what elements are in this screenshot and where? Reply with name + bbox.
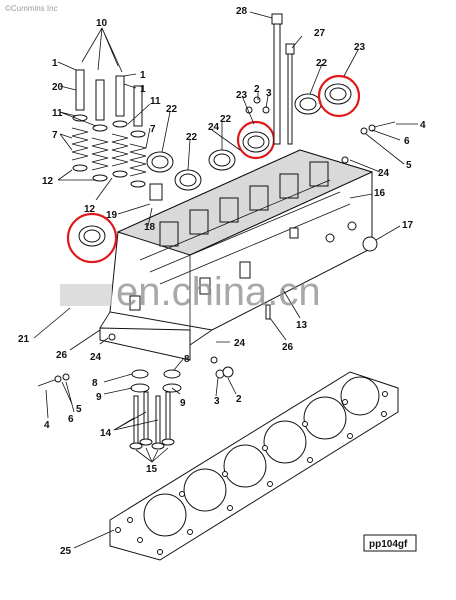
callout-11b: 11: [150, 96, 161, 107]
valves: [129, 391, 175, 450]
callout-1b: 1: [140, 70, 146, 81]
callout-6a: 6: [404, 136, 410, 147]
callout-18: 18: [144, 222, 156, 233]
callout-1c: 1: [140, 84, 146, 95]
callout-2a: 2: [254, 84, 260, 95]
callout-22c: 22: [220, 114, 232, 125]
gasket-holes: [115, 391, 388, 555]
copyright-text: ©Cummins Inc: [5, 4, 58, 13]
callout-2b: 2: [236, 394, 242, 405]
callout-25: 25: [60, 546, 72, 557]
callout-26a: 26: [56, 350, 68, 361]
lower-small-parts: [37, 304, 271, 393]
bushing-d: [242, 131, 270, 153]
callout-6b: 6: [68, 414, 74, 425]
callout-1a: 1: [52, 58, 58, 69]
callout-5a: 5: [406, 160, 412, 171]
callout-5b: 5: [76, 404, 82, 415]
bushing-c: [208, 149, 236, 171]
callout-3b: 3: [214, 396, 220, 407]
callout-27: 27: [314, 28, 326, 39]
callout-23a: 23: [236, 90, 248, 101]
valve-seat-insert: [149, 183, 163, 201]
callout-12b: 12: [84, 204, 96, 215]
watermark-logo: [60, 284, 112, 306]
bushing-f: [324, 83, 352, 105]
highlight-circle-right: [317, 74, 361, 118]
callout-14: 14: [100, 428, 112, 439]
callout-8b: 8: [184, 354, 190, 365]
reference-code: pp104gf: [369, 539, 408, 550]
right-small-parts: [341, 121, 396, 252]
bushings: [78, 83, 352, 247]
callout-19: 19: [106, 210, 118, 221]
spring-column-3: [111, 75, 129, 178]
head-gasket: [109, 371, 399, 561]
highlight-circle-left: [66, 212, 118, 264]
callout-24c: 24: [234, 338, 246, 349]
bushing-e: [294, 93, 322, 115]
callout-22b: 22: [186, 132, 198, 143]
reference-box: pp104gf: [363, 534, 417, 552]
callout-22d: 22: [316, 58, 328, 69]
cylinder-head: [99, 149, 374, 361]
spring-column-1: [71, 69, 89, 172]
callout-3a: 3: [266, 88, 272, 99]
leader-lines: [33, 11, 418, 549]
callout-7b: 7: [150, 124, 156, 135]
bushing-a: [146, 151, 174, 173]
callout-4b: 4: [44, 420, 50, 431]
callout-23b: 23: [354, 42, 366, 53]
callout-9a: 9: [96, 392, 102, 403]
callout-10: 10: [96, 18, 108, 29]
callout-15: 15: [146, 464, 158, 475]
callout-11a: 11: [52, 108, 63, 119]
spring-column-2: [91, 79, 109, 182]
expansion-plug: [362, 236, 378, 252]
bushing-g: [78, 225, 106, 247]
callout-17: 17: [402, 220, 414, 231]
watermark-text: en.china.cn: [116, 270, 321, 314]
callout-22a: 22: [166, 104, 178, 115]
callout-4a: 4: [420, 120, 426, 131]
rocker-details: [129, 161, 357, 311]
callout-24d: 24: [90, 352, 102, 363]
callout-16: 16: [374, 188, 386, 199]
callout-24b: 24: [378, 168, 390, 179]
callout-8a: 8: [92, 378, 98, 389]
head-bolts: [245, 13, 295, 145]
callout-7a: 7: [52, 130, 58, 141]
callout-13: 13: [296, 320, 308, 331]
bushing-b: [174, 169, 202, 191]
callout-12a: 12: [42, 176, 54, 187]
callout-9b: 9: [180, 398, 186, 409]
callout-26b: 26: [282, 342, 294, 353]
callout-numbers: 10 1 1 1 20 11 11 7 7 12 12 19 18 22 22 …: [18, 6, 426, 557]
callout-24a: 24: [208, 122, 220, 133]
valve-spring-stack: [71, 69, 163, 201]
callout-20: 20: [52, 82, 64, 93]
callout-21: 21: [18, 334, 30, 345]
callout-28: 28: [236, 6, 248, 17]
spring-column-4: [129, 85, 147, 188]
